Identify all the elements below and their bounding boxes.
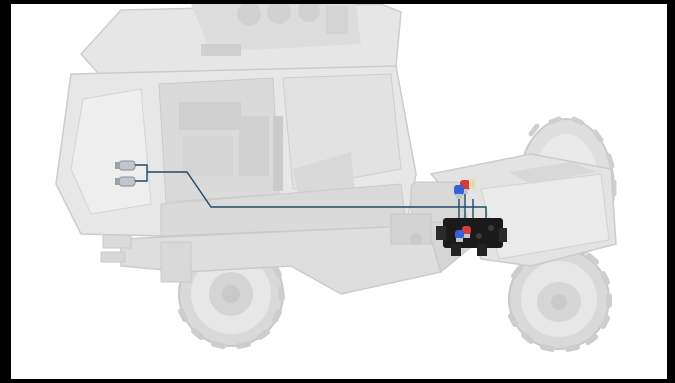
sensor-silver-upper xyxy=(469,179,475,189)
diagram-panel xyxy=(11,4,667,379)
tractor-diagram xyxy=(11,4,667,379)
tractor-illustration xyxy=(56,4,616,349)
sensor-blue-lower xyxy=(455,230,464,242)
